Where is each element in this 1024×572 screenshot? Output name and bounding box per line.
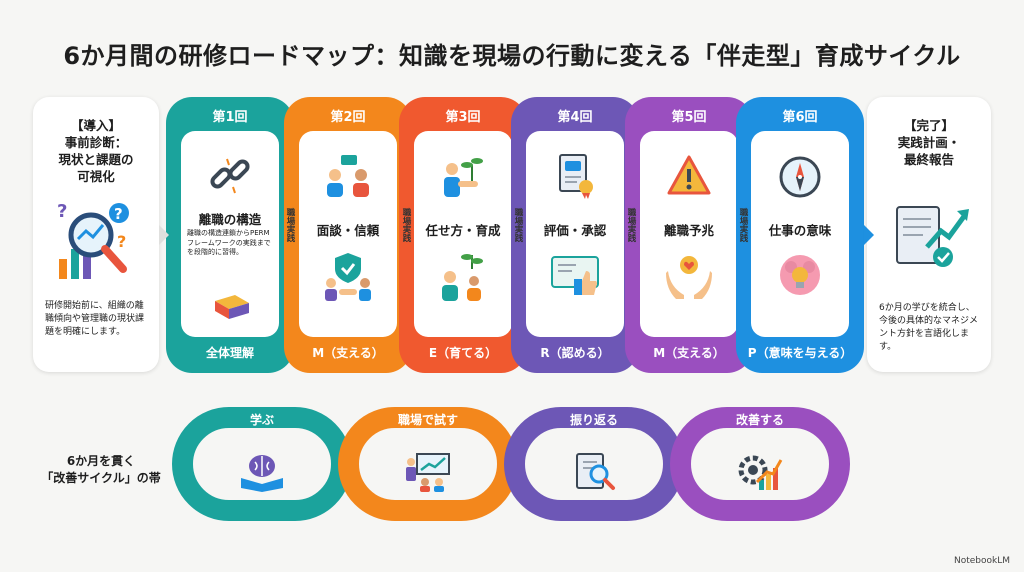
step-number: 第1回 (212, 110, 248, 125)
cycle-learn: 学ぶ (172, 407, 352, 521)
step-label: 離職予兆 (663, 223, 714, 238)
svg-text:?: ? (114, 205, 123, 223)
connector-practice: 職場実践 (285, 208, 295, 242)
conversation-icon (327, 155, 369, 197)
cycle-label: 振り返る (569, 413, 618, 427)
cycle-improve: 改善する (670, 407, 850, 521)
step-label: 面談・信頼 (316, 223, 380, 238)
cycle-caption: 6か月を貫く 「改善サイクル」の帯 (41, 454, 161, 485)
cycle-label: 職場で試す (397, 413, 458, 427)
page-title: 6か月間の研修ロードマップ：知識を現場の行動に変える「伴走型」育成サイクル (63, 42, 961, 70)
cycle-try: 職場で試す (338, 407, 518, 521)
step-category: P（意味を与える） (747, 346, 853, 360)
warning-icon (667, 155, 711, 195)
intro-description: 研修開始前に、組織の離職傾向や管理職の現状課題を明確にします。 (45, 301, 145, 337)
intro-title: 【導入】 事前診断： 現状と課題の 可視化 (58, 118, 134, 184)
step-4: 第4回 評価・承認 R（認める） (511, 97, 639, 373)
step-label: 離職の構造 (198, 212, 262, 227)
step-category: R（認める） (540, 346, 610, 360)
cycle-label: 改善する (735, 413, 784, 427)
intro-card: 【導入】 事前診断： 現状と課題の 可視化 ? ? ? 研修開始前に、組織の離職… (33, 97, 159, 372)
step-5: 第5回 離職予兆 M（支える） (625, 97, 753, 373)
step-number: 第3回 (445, 110, 481, 125)
report-growth-icon (896, 206, 969, 267)
magnifier-chart-icon: ? ? ? (57, 201, 129, 279)
connector-practice: 職場実践 (401, 208, 411, 242)
step-number: 第6回 (782, 110, 818, 125)
notebook-magnifier-icon (576, 453, 615, 490)
completion-description: 6か月の学びを統合し、今後の具体的なマネジメント方針を言語化します。 (879, 303, 979, 352)
step-description: 離職の構造連鎖からPERMフレームワークの実践までを段階的に習得。 (187, 229, 271, 256)
connector-practice: 職場実践 (513, 208, 523, 242)
step-number: 第4回 (557, 110, 593, 125)
step-category: M（支える） (653, 346, 725, 360)
step-2: 第2回 面談・信頼 M（支える） (284, 97, 412, 373)
step-category: E（育てる） (428, 346, 498, 360)
completion-card: 【完了】 実践計画・ 最終報告 6か月の学びを統合し、今後の具体的なマネジメント… (867, 97, 991, 372)
compass-icon (779, 156, 821, 198)
step-category: 全体理解 (205, 346, 254, 360)
hands-heart-icon (666, 256, 712, 299)
sprout-hand-icon (444, 158, 483, 197)
svg-text:?: ? (57, 201, 67, 222)
step-category: M（支える） (312, 346, 384, 360)
mentor-icon (442, 254, 483, 301)
broken-chain-icon (210, 158, 250, 194)
step-6: 第6回 仕事の意味 P（意味を与える） (736, 97, 864, 373)
step-label: 評価・承認 (543, 223, 607, 238)
step-number: 第2回 (330, 110, 366, 125)
book-icon (215, 295, 249, 319)
step-label: 仕事の意味 (768, 223, 832, 238)
certificate-icon (559, 154, 593, 199)
brain-book-icon (241, 455, 283, 492)
connector-practice: 職場実践 (738, 208, 748, 242)
completion-title: 【完了】 実践計画・ 最終報告 (897, 118, 961, 167)
cycle-reflect: 振り返る (504, 407, 684, 521)
connector-practice: 職場実践 (626, 208, 636, 242)
flow-arrow (864, 225, 874, 245)
cycle-label: 学ぶ (249, 413, 274, 427)
step-label: 任せ方・育成 (425, 223, 501, 238)
brand-label: NotebookLM (953, 556, 1010, 566)
svg-text:?: ? (117, 232, 126, 251)
step-1: 第1回 離職の構造 離職の構造連鎖からPERMフレームワークの実践までを段階的に… (166, 97, 294, 373)
flow-arrow (159, 225, 169, 245)
presentation-icon (406, 453, 450, 492)
step-number: 第5回 (671, 110, 707, 125)
thumbs-up-icon (551, 256, 599, 295)
brain-lightbulb-icon (780, 255, 820, 295)
step-3: 第3回 任せ方・育成 E（育てる） (399, 97, 527, 373)
handshake-shield-icon (325, 253, 371, 301)
gear-growth-icon (738, 455, 783, 490)
